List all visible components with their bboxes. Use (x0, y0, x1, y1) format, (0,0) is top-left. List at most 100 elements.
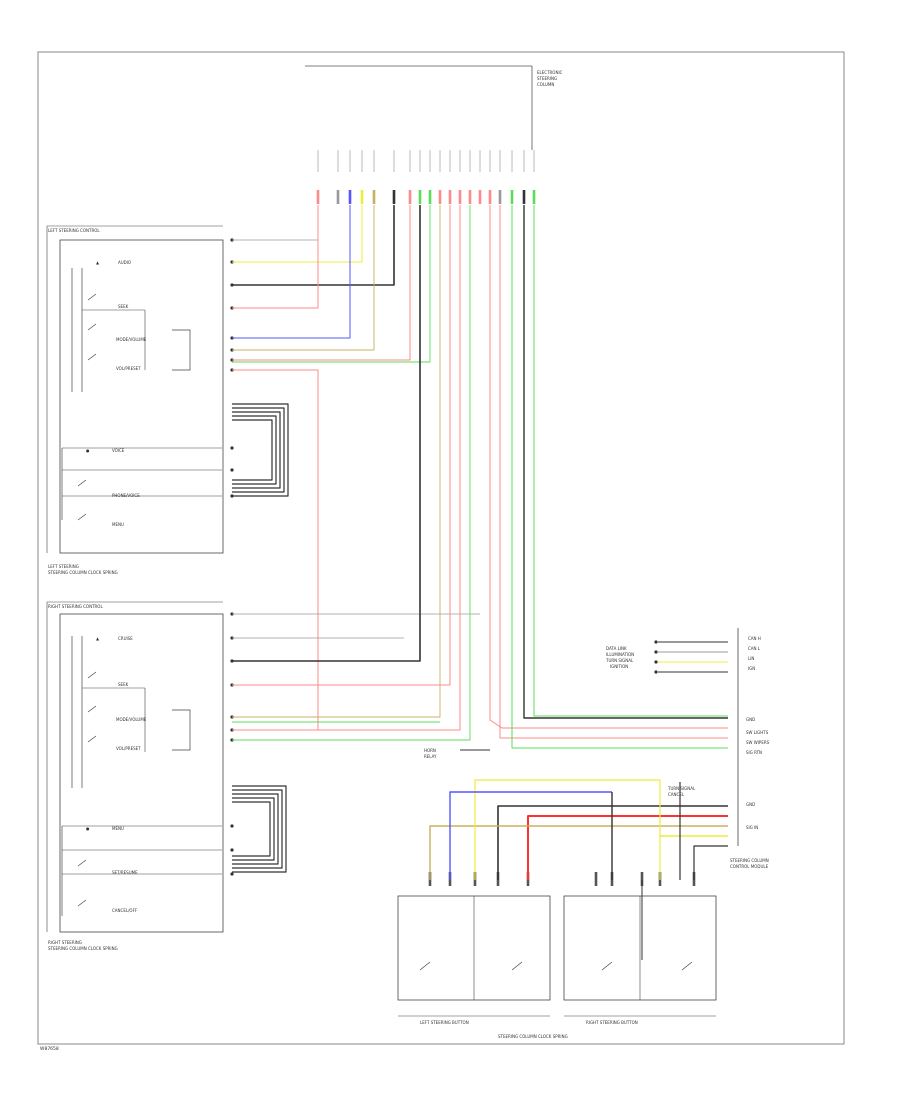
top-module-terminal (478, 190, 482, 204)
svg-text:VOL/PRESET: VOL/PRESET (116, 366, 141, 371)
wire-black (232, 205, 421, 662)
wire-black (523, 205, 728, 719)
steering-wheel-buttons: LEFT STEERING BUTTON RIGHT STEERING BUTT… (397, 895, 717, 1039)
wire-red (232, 205, 319, 309)
right-steering-control: RIGHT STEERING CONTROL ▲CRUISE SEEK MODE… (46, 601, 224, 951)
svg-text:CAN L: CAN L (748, 646, 761, 651)
clock-spring-coil (232, 789, 283, 869)
svg-text:CRUISE: CRUISE (118, 636, 133, 641)
svg-text:RIGHT STEERING BUTTON: RIGHT STEERING BUTTON (586, 1020, 638, 1025)
top-module-terminal (498, 190, 502, 204)
top-module-terminal (532, 190, 536, 204)
svg-text:LEFT STEERING: LEFT STEERING (48, 564, 79, 569)
svg-text:MODE/VOLUME: MODE/VOLUME (116, 337, 147, 342)
harness-pin (230, 468, 234, 472)
top-module: ELECTRONIC STEERING COLUMN (305, 65, 563, 172)
svg-text:COLUMN: COLUMN (537, 82, 554, 87)
clock-spring-coil (232, 793, 279, 865)
svg-text:TURN SIGNAL: TURN SIGNAL (605, 658, 634, 663)
clock-spring-coil (232, 411, 281, 489)
clock-spring-coil (232, 801, 271, 857)
svg-text:DATA LINK: DATA LINK (606, 646, 627, 651)
wire-harness (232, 205, 728, 960)
clock-spring-coil (232, 407, 285, 493)
wire-tan (429, 825, 728, 880)
svg-text:CANCEL: CANCEL (668, 792, 685, 797)
svg-text:AUDIO: AUDIO (118, 260, 131, 265)
clock-spring-coil (232, 419, 273, 481)
wire-red-strong (527, 815, 728, 880)
top-module-terminal (392, 190, 396, 204)
svg-text:GND: GND (746, 802, 755, 807)
data-link-pin (654, 670, 658, 674)
top-module-terminal (316, 190, 320, 204)
wire-red (232, 205, 451, 686)
wire-yellow (232, 205, 363, 263)
wire-yellow (474, 779, 660, 880)
svg-text:LIN: LIN (748, 656, 754, 661)
harness-pin (230, 824, 234, 828)
svg-text:LEFT STEERING CONTROL: LEFT STEERING CONTROL (48, 228, 100, 233)
svg-text:SEEK: SEEK (118, 304, 129, 309)
top-module-terminal (336, 190, 340, 204)
svg-text:IGNITION: IGNITION (610, 664, 628, 669)
wire-grey (232, 205, 319, 241)
svg-text:VOICE: VOICE (112, 448, 125, 453)
wire-tan (232, 205, 375, 351)
wire-blue (449, 791, 612, 880)
svg-text:●: ● (86, 826, 90, 831)
top-module-terminal (510, 190, 514, 204)
svg-text:RIGHT STEERING: RIGHT STEERING (48, 940, 82, 945)
diagram-frame (37, 51, 845, 1045)
top-module-terminal (468, 190, 472, 204)
wire-green (511, 205, 728, 749)
svg-text:STEERING COLUMN: STEERING COLUMN (730, 858, 769, 863)
svg-text:●: ● (86, 448, 90, 453)
svg-text:SW WIPERS: SW WIPERS (746, 740, 770, 745)
svg-text:PHONE/VOICE: PHONE/VOICE (112, 493, 140, 498)
wire-red (499, 205, 728, 739)
wire-tan (232, 205, 441, 718)
top-module-terminal (418, 190, 422, 204)
top-module-terminal (448, 190, 452, 204)
left-steering-control: LEFT STEERING CONTROL ▲ AUDIO SEEK MODE/V… (46, 225, 224, 575)
svg-text:MENU: MENU (112, 522, 124, 527)
svg-text:MENU: MENU (112, 826, 124, 831)
svg-text:STEERING COLUMN CLOCK SPRING: STEERING COLUMN CLOCK SPRING (498, 1034, 568, 1039)
svg-text:CONTROL MODULE: CONTROL MODULE (730, 864, 769, 869)
wire-green (533, 205, 728, 717)
top-module-terminal (360, 190, 364, 204)
wire-red (232, 205, 411, 361)
wire-blue (232, 205, 351, 339)
wire-black (497, 805, 728, 880)
svg-text:CAN H: CAN H (748, 636, 761, 641)
clock-spring-coil (232, 797, 275, 861)
harness-pin (230, 848, 234, 852)
top-module-terminal (408, 190, 412, 204)
page-code: W87658 (40, 1046, 59, 1052)
svg-text:SEEK: SEEK (118, 682, 129, 687)
button-terminal (594, 872, 598, 886)
harness-pin (230, 446, 234, 450)
data-link-pin (654, 660, 658, 664)
svg-text:HORN: HORN (424, 748, 436, 753)
svg-text:RELAY: RELAY (424, 754, 437, 759)
top-module-terminal (458, 190, 462, 204)
button-terminal (640, 872, 644, 886)
wire-red (489, 205, 728, 729)
svg-text:MODE/VOLUME: MODE/VOLUME (116, 717, 147, 722)
wire-green (232, 205, 471, 741)
clock-spring-coil (232, 403, 289, 497)
wire-red (232, 205, 461, 731)
data-link-pin (654, 640, 658, 644)
svg-text:▲: ▲ (96, 260, 100, 265)
svg-text:STEERING COLUMN CLOCK SPRING: STEERING COLUMN CLOCK SPRING (48, 570, 118, 575)
svg-text:GND: GND (746, 717, 755, 722)
wire-black (693, 845, 728, 880)
steering-column-control-module: CAN H CAN L LIN IGN GND SW LIGHTS SW WIP… (424, 628, 770, 869)
svg-text:IGN: IGN (748, 666, 755, 671)
data-link-pin (654, 650, 658, 654)
connector-pins (230, 190, 696, 886)
clock-spring-coil (232, 785, 287, 873)
